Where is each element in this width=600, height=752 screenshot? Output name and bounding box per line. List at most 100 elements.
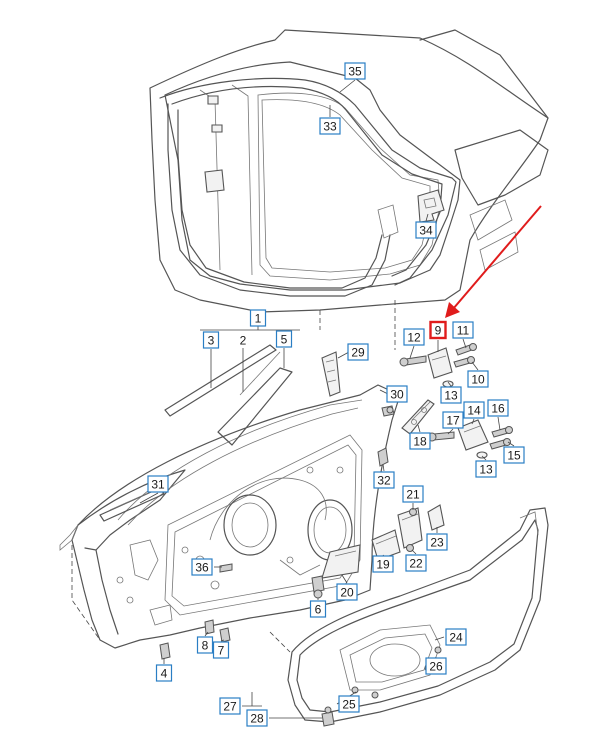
leader-lines [71,79,515,719]
callout-label: 3 [208,334,215,348]
callout-box [403,328,425,346]
callout-25: 25 [338,695,360,713]
callout-17: 17 [442,411,464,429]
callout-label: 20 [340,586,354,600]
callout-box [463,401,485,419]
callout-1: 1 [249,309,267,327]
callout-box [487,399,509,417]
callout-6: 6 [309,600,327,618]
callout-13: 13 [440,386,462,404]
callout-box [452,321,474,339]
callout-label: 23 [430,536,444,550]
callout-label: 18 [413,435,427,449]
callout-label: 13 [479,463,493,477]
body-door-opening [149,29,549,313]
callout-box [429,320,447,340]
callout-box [344,62,366,80]
callout-18: 18 [409,432,431,450]
callout-label: 6 [315,603,322,617]
callout-23: 23 [426,533,448,551]
callout-box [191,558,213,576]
callout-label: 10 [471,373,485,387]
callout-14: 14 [463,401,485,419]
callout-3: 3 [202,331,220,349]
callout-label: 27 [223,700,237,714]
callout-label: 36 [195,561,209,575]
callout-12: 12 [403,328,425,346]
callout-label: 13 [444,389,458,403]
callout-box [442,411,464,429]
callout-box [275,330,293,348]
callout-5: 5 [275,330,293,348]
callout-label: 2 [240,334,247,348]
callout-2: 2 [240,334,247,348]
callout-box [336,583,358,601]
callout-20: 20 [336,583,358,601]
callout-13: 13 [475,460,497,478]
callout-box [475,460,497,478]
callout-box [503,446,525,464]
callout-label: 30 [390,388,404,402]
callout-box [246,709,268,727]
callout-31: 31 [147,475,169,493]
callout-label: 1 [255,312,262,326]
callout-box [409,432,431,450]
highlight-arrow [445,205,542,318]
callout-label: 33 [323,120,337,134]
callout-29: 29 [347,343,369,361]
callout-box [219,697,241,715]
callout-26: 26 [425,657,447,675]
callout-label: 31 [151,478,165,492]
callout-box [196,636,214,654]
callout-8: 8 [196,636,214,654]
callout-32: 32 [373,471,395,489]
callout-label: 16 [491,402,505,416]
callout-34: 34 [415,221,437,239]
callout-16: 16 [487,399,509,417]
door-shell [59,344,401,649]
callout-33: 33 [319,117,341,135]
callout-box [467,370,489,388]
callout-label: 28 [250,712,264,726]
callout-21: 21 [402,485,424,503]
callout-label: 32 [377,474,391,488]
callout-box [347,343,369,361]
callout-box [426,533,448,551]
callout-9-highlighted: 9 [429,320,447,340]
callout-label: 21 [406,488,420,502]
callout-box [309,600,327,618]
callout-label: 26 [429,660,443,674]
callout-box [386,385,408,403]
callout-box [440,386,462,404]
callout-box [415,221,437,239]
callout-label: 15 [507,449,521,463]
callout-11: 11 [452,321,474,339]
callout-10: 10 [467,370,489,388]
callout-box [373,471,395,489]
callout-box [147,475,169,493]
callout-27: 27 [219,697,241,715]
callout-label: 24 [449,631,463,645]
callout-label: 4 [161,667,168,681]
callout-30: 30 [386,385,408,403]
callout-label: 5 [281,333,288,347]
callout-4: 4 [155,664,173,682]
callout-label: 35 [348,65,362,79]
callout-box [372,555,394,573]
callout-label: 7 [218,644,225,658]
callout-box [402,485,424,503]
lock-parts [159,504,445,660]
callout-28: 28 [246,709,268,727]
callout-15: 15 [503,446,525,464]
callout-box [212,641,230,659]
callout-box [155,664,173,682]
callout-19: 19 [372,555,394,573]
callout-label: 9 [435,324,442,338]
callout-36: 36 [191,558,213,576]
callout-label: 22 [409,557,423,571]
callout-label: 12 [407,331,421,345]
callout-label: 29 [351,346,365,360]
callout-label: 17 [446,414,460,428]
callout-label: 11 [457,324,470,338]
